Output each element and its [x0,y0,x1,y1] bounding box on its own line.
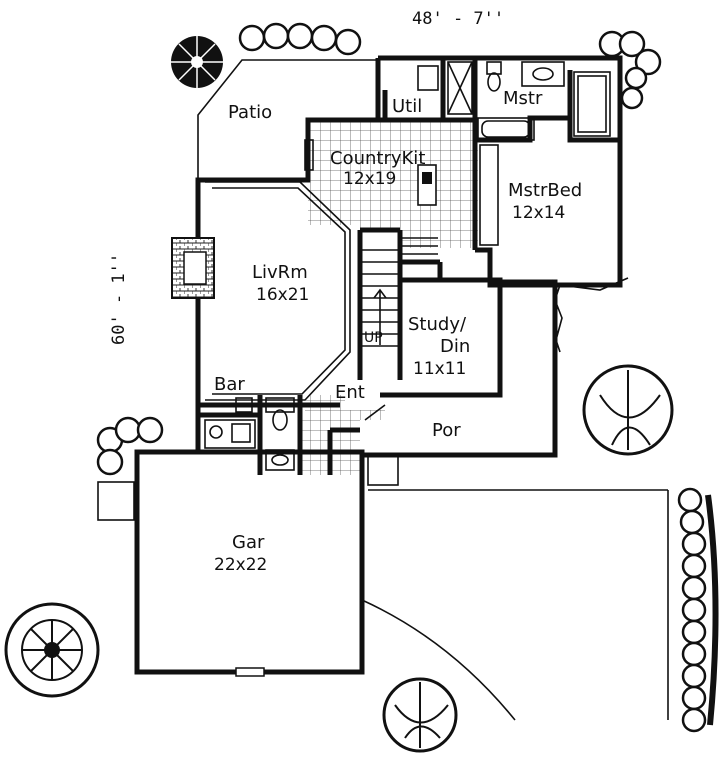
master-bath-label: Mstr [503,88,543,109]
patio-label: Patio [228,102,272,123]
walls [134,55,669,721]
width-dimension: 48' - 7'' [412,9,504,29]
master-bed-outside-edge [551,277,629,353]
util-label: Util [392,96,422,117]
shrubs-left [96,416,164,521]
kitchen-counters [304,139,499,246]
study-size-label: 11x11 [413,359,466,379]
master-bed-name-label: MstrBed [508,180,582,201]
living-size-label: 16x21 [256,285,309,305]
entry-tile-floor [300,395,385,475]
tree-bottom-left [4,602,100,698]
fireplace [171,237,215,299]
garage-size-label: 22x22 [214,555,267,575]
bath-fixtures [417,61,611,141]
porch-label: Por [432,420,461,441]
kitchen-tile-floor [308,120,478,248]
tree-bottom-center [382,677,458,753]
stairs-up-label: UP [364,330,383,346]
garage-name-label: Gar [232,532,265,553]
shrubs-right [677,487,719,733]
stairs [362,237,438,347]
depth-dimension: 60' - 1'' [109,253,129,345]
shrubs-top-right [598,30,662,110]
tree-right-middle [582,364,674,456]
living-name-label: LivRm [252,262,308,283]
shrubs-top [238,22,362,56]
study-name-label-2: Din [440,336,470,357]
landscaping [4,22,719,753]
kitchen-name-label: CountryKit [330,148,425,169]
bar-label: Bar [214,374,245,395]
tree-top-left [171,36,223,88]
entry-label: Ent [335,382,365,403]
kitchen-size-label: 12x19 [343,169,396,189]
study-name-label-1: Study/ [408,314,467,335]
master-bed-size-label: 12x14 [512,203,565,223]
powder-fixtures [204,397,295,471]
